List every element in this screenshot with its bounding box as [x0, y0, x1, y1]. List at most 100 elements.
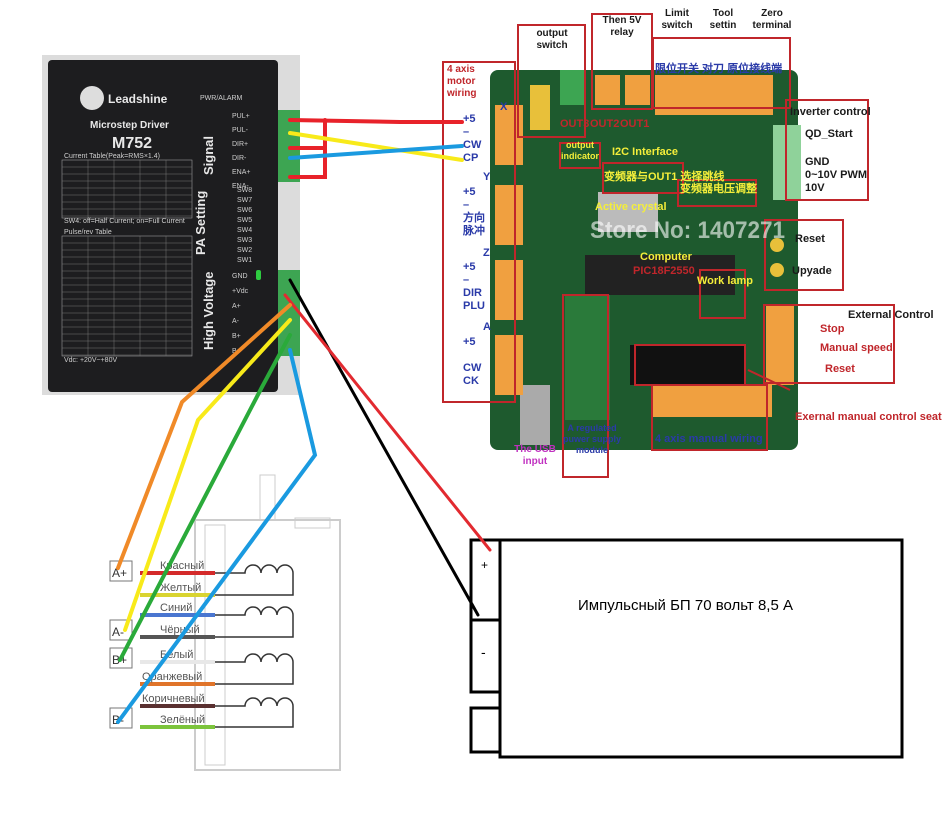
ext-pin-label: Stop — [820, 323, 845, 335]
inverter-pin-label: GND — [805, 156, 830, 168]
driver-pin-label: B+ — [232, 333, 241, 340]
active-crystal-label: Active crystal — [595, 201, 667, 213]
pwr-alarm-label: PWR/ALARM — [200, 95, 243, 102]
mcu-chip — [585, 255, 735, 295]
wire-black-gnd — [288, 278, 480, 617]
wires — [116, 118, 492, 724]
board-pin-label: +5 — [463, 186, 476, 198]
motor-coil — [215, 564, 294, 596]
board-pin-label: – — [463, 126, 469, 138]
stepper-motor-schematic: КрасныйЖелтыйСинийЧёрныйБелыйОранжевыйКо… — [109, 474, 341, 771]
vdc-note: Vdc: +20V~+80V — [64, 357, 117, 364]
psu-plus: + — [481, 558, 488, 572]
axis-label: A — [483, 321, 491, 333]
reset-label: Reset — [795, 233, 825, 245]
regulator-label: A regulated puwer supply module — [562, 423, 621, 455]
section-high-voltage: High Voltage — [201, 272, 216, 350]
usb-port — [520, 385, 550, 445]
driver-pin-label: DIR+ — [232, 141, 248, 148]
motor-coil — [215, 697, 294, 728]
board-pin-label: 方向 — [463, 210, 485, 224]
board-pin-label: +5 — [463, 336, 476, 348]
external-control-label: External Control — [848, 309, 934, 321]
current-table-title: Current Table(Peak=RMS×1.4) — [64, 153, 160, 160]
motor-wire-label: Синий — [160, 602, 192, 614]
driver-table — [61, 159, 193, 219]
board-pin-label: +5 — [463, 113, 476, 125]
driver-switch-label: SW8 — [237, 187, 252, 194]
wire-red-pul — [288, 118, 464, 124]
driver-pin-label: +Vdc — [232, 288, 249, 295]
motor-wire-label: Коричневый — [142, 693, 205, 705]
driver-pin-label: GND — [232, 273, 248, 280]
store-watermark: Store No: 1407271 — [590, 217, 785, 244]
signal-terminal-block — [278, 110, 300, 182]
relay-label: Then 5V relay — [602, 15, 642, 38]
wire-green-b-plus — [118, 333, 292, 662]
stepper-driver: Leadshine Microstep Driver M752 Current … — [42, 55, 300, 395]
usb-input-label: The USB input — [514, 444, 556, 467]
axis-label: X — [500, 101, 508, 113]
board-pin-label: +5 — [463, 261, 476, 273]
motor-wire-label: Желтый — [160, 582, 201, 594]
board-pin-label: CP — [463, 152, 478, 164]
motor-wire-label: Оранжевый — [142, 671, 202, 683]
upgrade-button-icon — [770, 263, 784, 277]
out-label: OUT1 — [620, 118, 649, 130]
motor-wiring-label: 4 axis motor wiring — [447, 64, 477, 99]
driver-switch-label: SW2 — [237, 247, 252, 254]
power-terminal-block — [278, 270, 300, 356]
driver-table — [61, 235, 193, 357]
manual-wiring-label: 4 axis manual wiring — [655, 433, 763, 445]
driver-switch-label: SW5 — [237, 217, 252, 224]
motor-terminal-label: A- — [112, 625, 124, 639]
driver-pin-label: PUL- — [232, 127, 249, 134]
driver-switch-label: SW3 — [237, 237, 252, 244]
driver-switch-label: SW4 — [237, 227, 252, 234]
out-label: OUT2 — [590, 118, 619, 130]
driver-switch-label: SW1 — [237, 257, 252, 264]
inverter-pin-label: QD_Start — [805, 128, 853, 140]
computer-label: Computer — [640, 251, 693, 263]
driver-note: SW4: off=Half Current; on=Full Current — [64, 218, 185, 225]
board-pin-label: – — [463, 274, 469, 286]
board-pin-label: CW — [463, 362, 482, 374]
driver-model: M752 — [112, 135, 152, 152]
i2c-label: I2C Interface — [612, 146, 678, 158]
axis-label: Z — [483, 247, 490, 259]
output-switch-label: output switch — [536, 28, 568, 51]
inverter-pin-label: 10V — [805, 182, 825, 194]
psu-label: Импульсный БП 70 вольт 8,5 А — [578, 597, 793, 614]
driver-subtitle: Microstep Driver — [90, 120, 169, 131]
driver-pin-label: A- — [232, 318, 240, 325]
driver-pin-label: ENA+ — [232, 169, 250, 176]
wire-yellow-a-minus — [123, 318, 292, 632]
motor-wire-label: Чёрный — [160, 624, 200, 636]
power-supply: Импульсный БП 70 вольт 8,5 А + - — [469, 538, 904, 759]
ext-pin-label: Reset — [825, 363, 855, 375]
board-pin-label: DIR — [463, 287, 482, 299]
motor-terminal-label: A+ — [112, 566, 127, 580]
reset-button-icon — [770, 238, 784, 252]
inverter-pin-label: 0~10V PWM — [805, 169, 867, 181]
tool-setting-label: Tool settin — [709, 8, 737, 31]
motor-coil — [215, 653, 294, 685]
output-indicator-label: output indicator — [560, 140, 599, 161]
inverter-jumper-label: 变频器与OUT1 选择跳线 — [604, 169, 724, 183]
wire-yellow-pul-minus — [288, 131, 464, 162]
top-chinese-label: 限位开关 对刀 原位接线端 — [655, 61, 782, 75]
limit-switch-label: Limit switch — [661, 8, 693, 31]
driver-pin-label: DIR- — [232, 155, 247, 162]
section-signal: Signal — [201, 136, 216, 175]
axis-label: Y — [483, 171, 491, 183]
ext-pin-label: Manual speed — [820, 342, 893, 354]
board-pin-label: PLU — [463, 300, 485, 312]
board-pin-label: CW — [463, 139, 482, 151]
driver-switch-label: SW6 — [237, 207, 252, 214]
zero-terminal-label: Zero terminal — [752, 8, 792, 31]
out-label: OUT3 — [560, 118, 589, 130]
board-pin-label: 脉冲 — [462, 223, 485, 237]
wire-blue-dir-minus — [288, 144, 464, 160]
